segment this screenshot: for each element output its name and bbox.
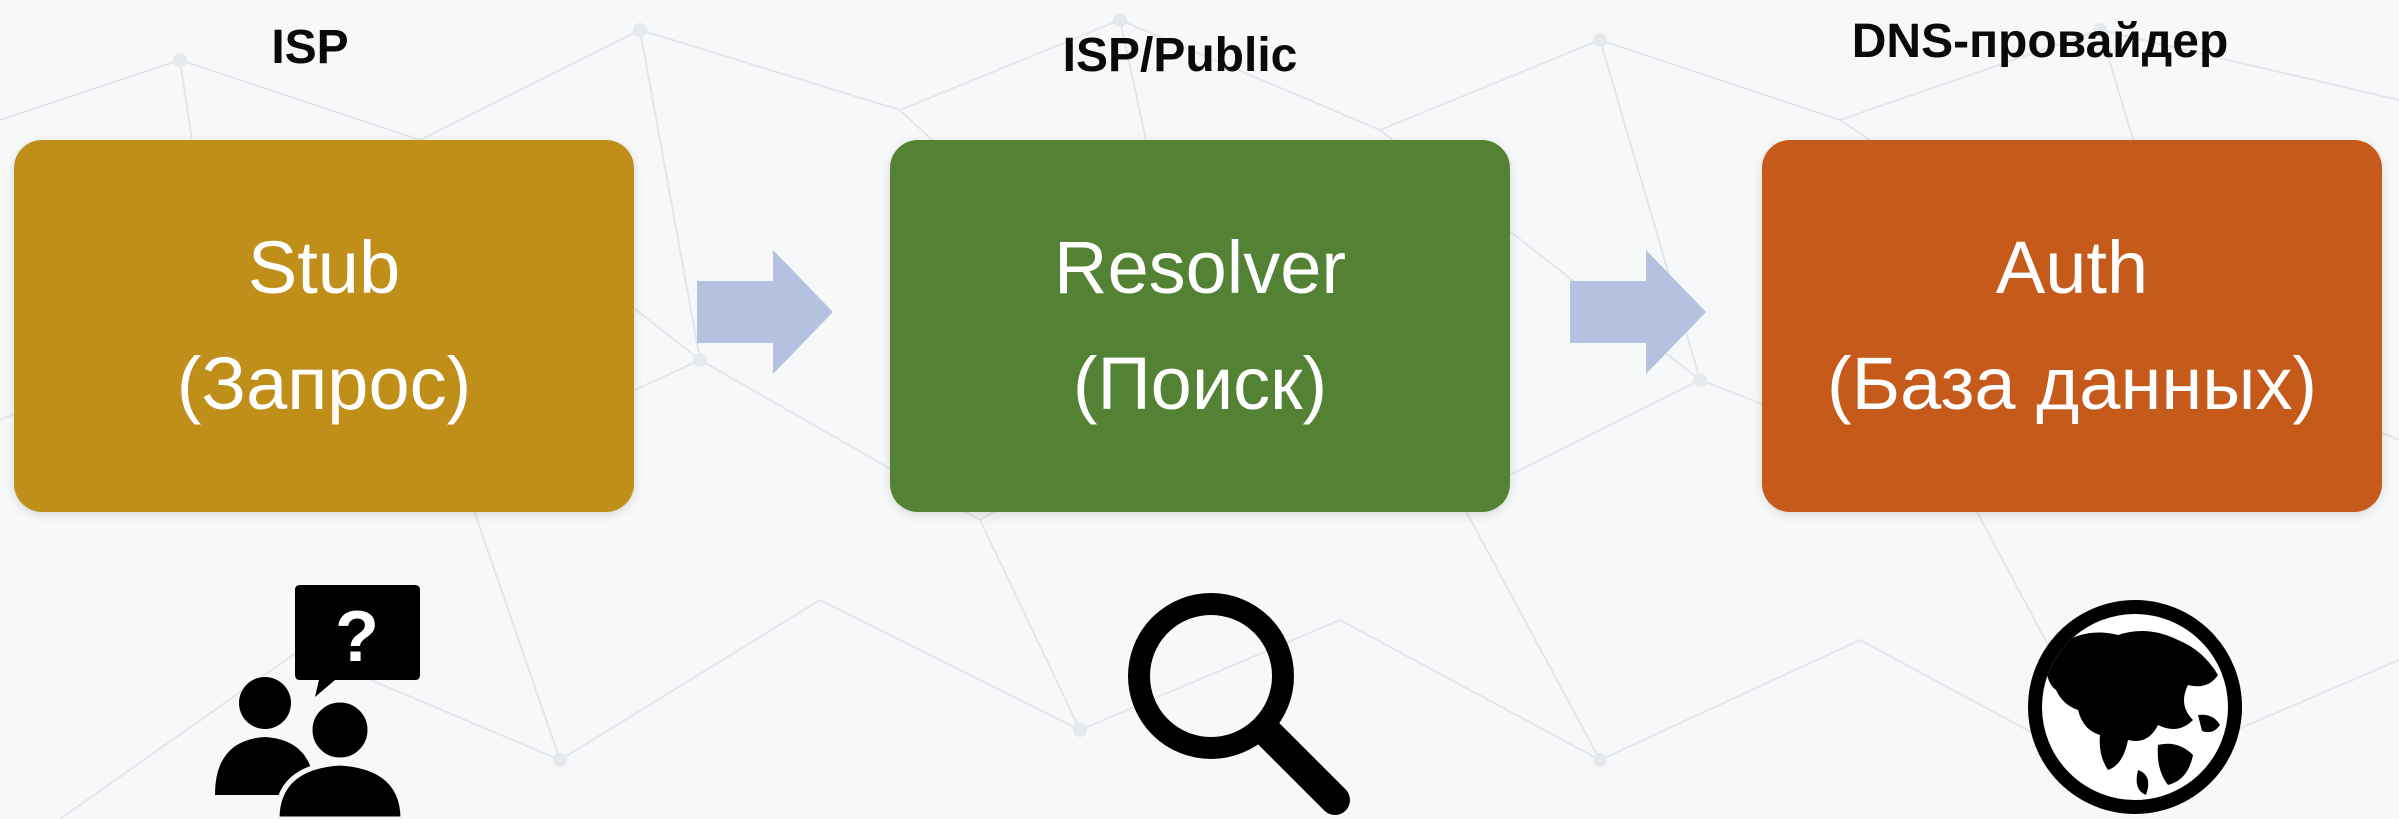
magnifier-icon bbox=[1128, 593, 1350, 815]
stage-provider-label: ISP bbox=[271, 21, 349, 74]
users-question-icon: ? bbox=[215, 585, 420, 819]
stub-title: Stub bbox=[247, 226, 401, 309]
globe-icon bbox=[2028, 600, 2242, 814]
stub-box: Stub (Запрос) bbox=[14, 140, 634, 512]
right-arrow-icon bbox=[1570, 250, 1706, 374]
auth-subtitle: (База данных) bbox=[1826, 342, 2318, 425]
auth-box: Auth (База данных) bbox=[1762, 140, 2382, 512]
resolver-subtitle: (Поиск) bbox=[1072, 342, 1328, 425]
stub-subtitle: (Запрос) bbox=[176, 342, 472, 425]
resolver-title: Resolver bbox=[1054, 226, 1346, 309]
stage-provider-label: DNS-провайдер bbox=[1851, 15, 2229, 68]
auth-title: Auth bbox=[1995, 226, 2149, 309]
stage-provider-label: ISP/Public bbox=[1062, 29, 1298, 82]
svg-text:?: ? bbox=[335, 597, 379, 677]
right-arrow-icon bbox=[697, 250, 833, 374]
resolver-box: Resolver (Поиск) bbox=[890, 140, 1510, 512]
